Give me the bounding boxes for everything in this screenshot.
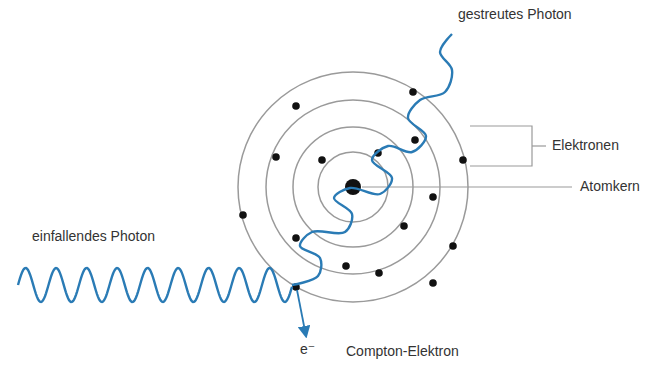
photon-label: gestreutes Photon: [458, 6, 572, 23]
electron-label: Compton-Elektron: [346, 343, 459, 360]
incident-photon-wave: [18, 268, 292, 302]
particle-symbol: e⁻: [300, 341, 315, 358]
scattered-photon-wave: [292, 34, 452, 285]
compton-electron-arrow: [297, 290, 306, 336]
electron-dots: [239, 88, 467, 291]
leader-line: [362, 186, 572, 187]
electron-bracket: [470, 126, 532, 166]
leader-line: [532, 145, 546, 146]
photon-label: einfallendes Photon: [32, 228, 155, 245]
nucleus-label: Atomkern: [580, 178, 640, 195]
electron-label: Elektronen: [552, 137, 619, 154]
